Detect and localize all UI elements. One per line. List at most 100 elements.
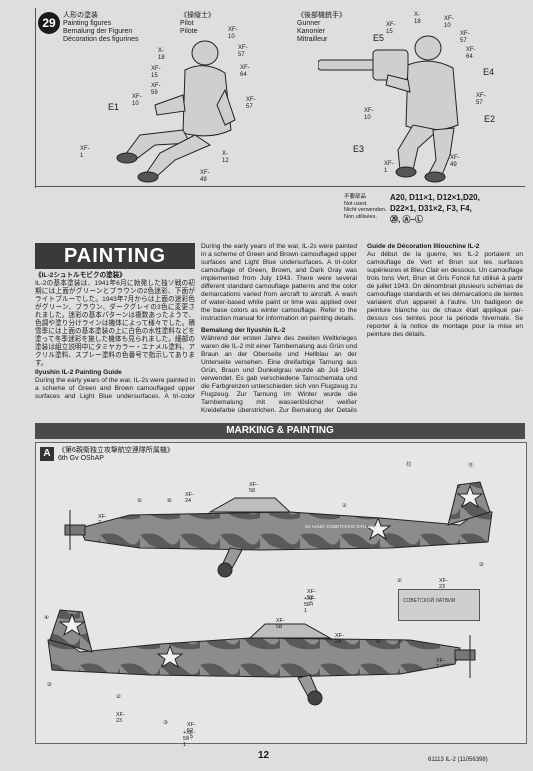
unused-label-jp: 不要部品 — [344, 194, 367, 200]
painting-de-heading: Bemalung der Ilyushin IL-2 — [201, 327, 286, 334]
unused-label-de: Nicht verwenden. — [344, 207, 387, 213]
step-number: 29 — [42, 16, 56, 30]
bottom-callout: ⑥ — [376, 639, 381, 645]
pilot-callout: XF-57 — [246, 97, 256, 110]
gunner-callout: XF-57 — [476, 93, 486, 106]
gunner-callout: XF-49 — [450, 155, 460, 168]
gunner-label-en: Gunner — [297, 20, 321, 27]
aircraft-side-view-top: ЗА НАШУ СОВЕТСКУЮ ЛАТВИЮ — [64, 481, 493, 578]
pilot-callout: X-12 — [222, 151, 229, 164]
gunner-callout: E2 — [484, 114, 496, 124]
bottom-callout: XF-52 : 5 — [187, 722, 196, 740]
gunner-callout: XF-10 — [444, 16, 454, 29]
top-callout: ② — [397, 578, 402, 584]
bottom-callout: XF-23 — [116, 712, 125, 724]
step-title-en: Painting figures — [63, 20, 112, 27]
painting-fr-heading: Guide de Décoration Illiouchine IL-2 — [367, 243, 480, 250]
top-callout: ⑥ — [167, 498, 172, 504]
top-callout: XF-7 — [98, 514, 107, 526]
painting-col-1: 《IL-2シュトルモビクの塗装》 IL-2の基本塗装は、1941年6月に勃発した… — [35, 272, 195, 401]
gunner-callout: E5 — [373, 33, 385, 43]
step-title-de: Bemalung der Figuren — [63, 28, 133, 35]
gunner-callout: XF-15 — [386, 22, 396, 35]
bottom-callout: ② — [47, 682, 52, 688]
painting-de-body: Während der ersten Jahre des zweiten Wel… — [201, 335, 357, 414]
bottom-callout: ④ — [44, 615, 49, 621]
bottom-callout: +XF-59 : 1 — [183, 730, 196, 748]
gunner-callout: X-18 — [414, 12, 421, 25]
footer-code: 61113 IL-2 (11056398) — [428, 757, 488, 763]
pilot-callout: XF-59 — [151, 83, 161, 96]
gunner-labels: 《後部機銃手》 Gunner Kanonier Mitrailleur — [297, 12, 346, 44]
painting-title: PAINTING — [35, 243, 195, 269]
gunner-label-de: Kanonier — [297, 28, 326, 35]
unused-parts-box: 不要部品 Not used. Nicht verwenden. Non util… — [340, 190, 520, 232]
top-callout: ⑪ — [468, 463, 474, 469]
pilot-figure-drawing — [116, 40, 236, 183]
step-titles: 人形の塗装 Painting figures Bemalung der Figu… — [63, 12, 139, 44]
pilot-callout: XF-57 — [238, 45, 248, 58]
detail-inset: СОВЕТСКОЙ ЛАТВИИ — [398, 589, 480, 621]
gunner-label-jp: 《後部機銃手》 — [297, 12, 346, 19]
bottom-callout: ⑤ — [398, 639, 403, 645]
top-callout: XF-23 — [439, 578, 448, 590]
top-callout: ⑫ — [406, 462, 412, 468]
painting-en-body: During the early years of the war, IL-2s… — [201, 243, 357, 322]
painting-jp-heading: 《IL-2シュトルモビクの塗装》 — [35, 272, 126, 279]
pilot-callout: E1 — [108, 102, 120, 112]
step-title-fr: Décoration des figurines — [63, 36, 139, 43]
gunner-label-fr: Mitrailleur — [297, 36, 328, 43]
top-callout: XF-52 : 5 — [307, 589, 316, 607]
bottom-callout: XF-24 — [335, 633, 344, 645]
unused-parts-line: D22×1, D31×2, F3, F4, — [390, 204, 472, 213]
pilot-callout: XF-1 — [80, 146, 90, 159]
gunner-callout: E4 — [483, 67, 495, 77]
pilot-labels: 《操縦士》 Pilot Pilote — [180, 12, 215, 36]
top-callout: ② — [479, 562, 484, 568]
pilot-callout: XF-10 — [228, 27, 238, 40]
unused-parts-line: ㉙, Ⓐ–Ⓛ — [390, 215, 423, 224]
pilot-label-de: Pilote — [180, 28, 198, 35]
painting-en-heading: Ilyushin IL-2 Painting Guide — [35, 369, 122, 376]
bottom-callout: ③ — [163, 720, 168, 726]
top-callout: XF-24 — [185, 492, 194, 504]
marking-banner: MARKING & PAINTING — [35, 423, 525, 439]
top-callout: ⑤ — [137, 498, 142, 504]
step-frame-left — [35, 8, 36, 188]
unused-label-fr: Non utilisées. — [344, 213, 378, 220]
gunner-callout: E3 — [353, 144, 365, 154]
pilot-callout: XF-10 — [132, 94, 142, 107]
unit-jp: 《第6親衛独立攻撃航空連隊所属機》 — [58, 447, 174, 454]
step-title-jp: 人形の塗装 — [63, 12, 98, 19]
step-number-badge: 29 — [38, 12, 60, 34]
gunner-callout: XF-10 — [364, 108, 374, 121]
pilot-label-en: Pilot — [180, 20, 194, 27]
unit-labels: 《第6親衛独立攻撃航空連隊所属機》 6th Gv OShAP — [58, 447, 174, 463]
painting-fr-body: Au début de la guerre, les IL-2 portaien… — [367, 251, 523, 338]
bottom-callout: ② — [116, 694, 121, 700]
painting-col-3: Guide de Décoration Illiouchine IL-2 Au … — [367, 243, 523, 415]
top-callout: XF-58 — [249, 482, 258, 494]
gunner-callout: XF-1 — [384, 161, 394, 174]
top-callout: +XF-59 : 1 — [304, 596, 317, 614]
painting-col-2: During the early years of the war, IL-2s… — [201, 243, 357, 415]
page-number: 12 — [258, 750, 270, 761]
pilot-callout: XF-64 — [240, 65, 250, 78]
unused-parts-line: A20, D11×1, D12×1,D20, — [390, 193, 480, 202]
unused-label-en: Not used. — [344, 200, 368, 207]
pilot-callout: XF-15 — [151, 66, 161, 79]
aircraft-side-view-bottom — [47, 609, 476, 706]
painting-jp-body: IL-2の基本塗装は、1941年6月に勃発した独ソ戦の初期には上面がグリーンとブ… — [35, 280, 195, 367]
pilot-callout: X-18 — [158, 48, 165, 61]
gunner-figure-drawing — [318, 35, 459, 183]
pilot-label-jp: 《操縦士》 — [180, 12, 215, 19]
painting-en-body-start: During the early years of the war, IL-2s… — [35, 377, 195, 400]
scheme-letter: A — [40, 447, 54, 461]
bottom-callout: XF-7 — [436, 658, 445, 670]
gunner-callout: XF-64 — [466, 47, 476, 60]
unit-en: 6th Gv OShAP — [58, 455, 104, 462]
pilot-callout: XF-49 — [200, 170, 210, 183]
fuselage-slogan-top: ЗА НАШУ СОВЕТСКУЮ ЛАТВИЮ — [305, 524, 376, 529]
step-frame-bottom — [35, 186, 525, 187]
